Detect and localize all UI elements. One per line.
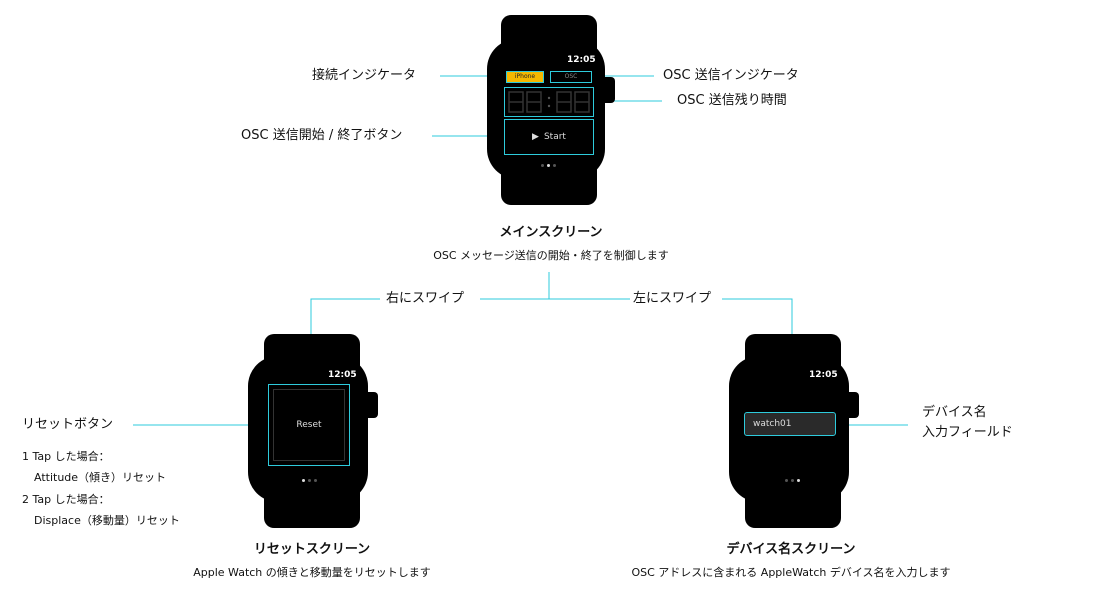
reset-screen-title: リセットスクリーン: [253, 542, 371, 557]
play-icon: ▶: [532, 132, 539, 142]
remaining-time-display: [504, 87, 594, 117]
callout-reset: リセットボタン: [22, 417, 114, 432]
swipe-right-label: 右にスワイプ: [386, 291, 465, 306]
digital-crown: [601, 77, 615, 103]
iphone-indicator: iPhone: [506, 71, 544, 83]
device-name-field[interactable]: watch01: [744, 412, 836, 436]
main-watch: 12:05 iPhone OSC ▶ Start: [487, 15, 617, 205]
device-screen-description: OSC アドレスに含まれる AppleWatch デバイス名を入力します: [631, 566, 951, 579]
callout-osc-send: OSC 送信インジケータ: [663, 68, 799, 83]
reset-note-3: 2 Tap した場合：: [22, 493, 110, 506]
callout-device-line2: 入力フィールド: [922, 425, 1013, 440]
reset-note-1: 1 Tap した場合：: [22, 450, 110, 463]
reset-watch: 12:05 Reset: [248, 334, 380, 528]
main-screen-description: OSC メッセージ送信の開始・終了を制御します: [433, 249, 669, 262]
reset-button-inner: [273, 389, 345, 461]
start-label: Start: [543, 132, 566, 142]
line-swipe-right: [310, 298, 380, 334]
watch-time: 12:05: [809, 370, 838, 380]
start-button[interactable]: ▶ Start: [504, 119, 594, 155]
seven-segment-digits: [508, 91, 590, 113]
line-swipe-left: [722, 298, 793, 334]
main-screen-title: メインスクリーン: [499, 225, 603, 240]
watch-case: [487, 39, 605, 179]
callout-device-line1: デバイス名: [922, 405, 987, 420]
osc-indicator: OSC: [550, 71, 592, 83]
digital-crown: [845, 392, 859, 418]
page-indicator: [541, 164, 556, 167]
digital-crown: [364, 392, 378, 418]
watch-time: 12:05: [328, 370, 357, 380]
reset-note-4: Displace（移動量）リセット: [34, 514, 180, 527]
swipe-left-label: 左にスワイプ: [633, 291, 712, 306]
device-watch: 12:05 watch01: [729, 334, 861, 528]
page-indicator: [785, 479, 800, 482]
watch-time: 12:05: [567, 55, 596, 65]
callout-start-stop: OSC 送信開始 / 終了ボタン: [241, 128, 403, 143]
reset-label: Reset: [296, 420, 322, 430]
callout-connection: 接続インジケータ: [312, 68, 417, 83]
reset-note-2: Attitude（傾き）リセット: [34, 471, 167, 484]
callout-remaining: OSC 送信残り時間: [677, 93, 787, 108]
reset-button[interactable]: Reset: [268, 384, 350, 466]
page-indicator: [302, 479, 317, 482]
reset-screen-description: Apple Watch の傾きと移動量をリセットします: [193, 566, 431, 579]
device-screen-title: デバイス名スクリーン: [726, 542, 856, 557]
